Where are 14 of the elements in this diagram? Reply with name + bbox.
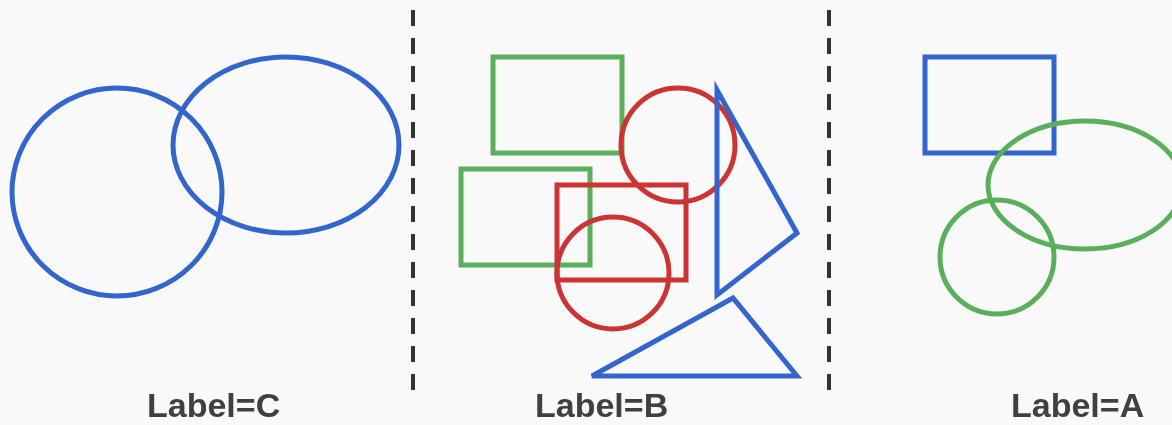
circle-shape bbox=[937, 197, 1057, 317]
panel-label: Label=C bbox=[147, 386, 281, 424]
triangle-shape bbox=[589, 294, 803, 379]
panel-label: Label=A bbox=[1011, 386, 1145, 424]
rectangle-shape bbox=[922, 54, 1057, 156]
rectangle-shape bbox=[458, 166, 593, 268]
circle-shape bbox=[618, 85, 738, 205]
circle-shape bbox=[554, 214, 672, 332]
ellipse-shape bbox=[170, 54, 402, 236]
rectangle-shape bbox=[554, 182, 689, 283]
panel-label: Label=B bbox=[535, 386, 669, 424]
rectangle-shape bbox=[490, 54, 625, 156]
circle-shape bbox=[9, 85, 225, 299]
triangle-shape bbox=[714, 80, 801, 301]
